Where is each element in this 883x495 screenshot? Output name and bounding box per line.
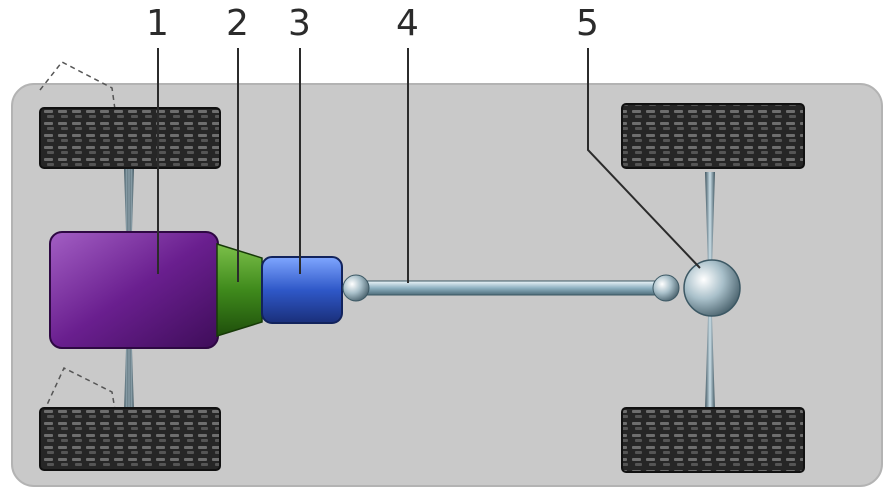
label-5: 5 (576, 3, 599, 44)
front-axle (124, 168, 134, 412)
label-3: 3 (288, 3, 311, 44)
driveshaft (355, 280, 669, 296)
gearbox (261, 256, 343, 324)
label-1: 1 (146, 3, 169, 44)
leader-line-5 (587, 48, 701, 269)
rear-axle (705, 172, 715, 410)
label-2: 2 (226, 3, 249, 44)
front-left-tyre (39, 107, 221, 169)
rear-differential (683, 259, 741, 317)
rear-left-tyre (621, 103, 805, 169)
front-universal-joint (342, 274, 370, 302)
rear-right-tyre (621, 407, 805, 473)
rear-universal-joint (652, 274, 680, 302)
clutch-housing (216, 242, 263, 338)
label-4: 4 (396, 3, 419, 44)
front-right-tyre (39, 407, 221, 471)
engine-block (49, 231, 219, 349)
